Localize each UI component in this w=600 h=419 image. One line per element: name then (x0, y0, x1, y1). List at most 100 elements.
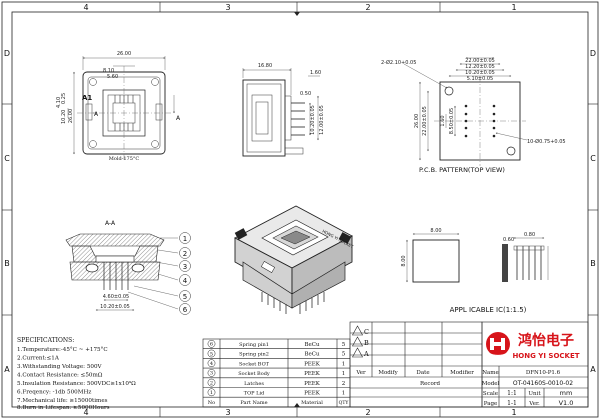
bom-no: 6 (210, 342, 213, 348)
bom-no: 4 (210, 361, 213, 367)
spec-line: 8.Burn in Lifespan: ≥5000Hours (17, 405, 110, 411)
ic-caption: APPL ICABLE IC(1:1.5) (450, 306, 527, 314)
bom-part: TOP Lid (244, 391, 265, 397)
applicable-ic (406, 233, 549, 283)
top-view (67, 56, 175, 160)
row-label: B (4, 259, 10, 268)
side-dim: 12.00±0.05 (319, 105, 325, 135)
title-block (481, 321, 589, 408)
col-label: 4 (83, 3, 88, 12)
bom-table (202, 338, 351, 408)
section-view (65, 233, 179, 311)
spec-line: 7.Mechanical life: ≥15000times (17, 398, 108, 404)
col-label: 3 (225, 3, 230, 12)
bom-part: Spring pin2 (239, 352, 269, 358)
spec-line: 2.Current:≤1A (17, 356, 60, 362)
revision-header: Ver (355, 370, 366, 376)
col-label: 4 (83, 408, 88, 417)
revision-header: Modify (378, 370, 398, 376)
balloon-label: 5 (183, 293, 187, 301)
ic-dim: 8.00 (401, 255, 407, 266)
pin1-label: A1 (82, 94, 92, 102)
row-label: B (590, 259, 596, 268)
bom-no: 2 (210, 380, 213, 386)
title-model-label: Model (482, 381, 500, 387)
company-name-en: HONG YI SOCKET (512, 352, 579, 360)
bom-header-material: Material (301, 400, 323, 406)
ic-dim: 0.80 (524, 232, 535, 238)
bom-material: PEEK (304, 371, 321, 377)
bom-part: Spring pin1 (239, 342, 269, 348)
pcb-hole-callout: 10-Ø0.75+0.05 (527, 138, 566, 145)
side-dim: 10.20±0.05 (310, 105, 316, 135)
section-mark: A (176, 115, 181, 122)
ic-dim: 8.00 (430, 228, 441, 234)
top-width-dim: 26.00 (117, 51, 131, 57)
isometric-view (234, 205, 353, 314)
revision-table (349, 321, 483, 408)
title-scale-value: 1:1 (507, 390, 517, 397)
pcb-dim: 5.10±0.05 (467, 76, 493, 82)
title-unit-label: Unit (528, 391, 541, 397)
bom-qty: 5 (342, 342, 346, 348)
row-label: D (4, 49, 10, 58)
spec-title: SPECIFICATIONS: (17, 337, 74, 344)
row-label: D (590, 49, 596, 58)
spec-line: 3.Withstanding Voltage: 500V (17, 364, 103, 370)
col-label: 2 (365, 3, 370, 12)
spec-line: 6.Freqency: -1db 500MHz (17, 390, 91, 396)
centre-mark-bottom (294, 403, 300, 407)
section-title: A-A (105, 220, 116, 227)
spec-line: 5.Insulation Resistance: 500VDC≥1x10⁹Ω (17, 380, 136, 387)
spec-line: 4.Contact Resistance: ≤50mΩ (17, 373, 103, 379)
bom-part: Socket BOT (239, 361, 270, 367)
bom-rows: 6 Spring pin1 BeCu 5 5 Spring pin2 BeCu … (208, 342, 350, 406)
top-small-dim: 0.25 (61, 93, 67, 104)
title-scale-label: Scale (483, 391, 498, 397)
col-label: 1 (511, 408, 516, 417)
bom-no-circles (207, 339, 216, 397)
bom-material: BeCu (304, 352, 320, 358)
revision-mark: B (364, 339, 369, 347)
title-page-label: Page (484, 401, 498, 407)
pcb-dim: 22.00±0.05 (465, 58, 495, 64)
row-label: A (4, 365, 10, 374)
pcb-dim: 10.20±0.05 (465, 70, 495, 76)
top-small-dim: 5.60 (107, 74, 118, 80)
balloon-label: 1 (183, 235, 187, 243)
section-mark: A (94, 111, 99, 118)
row-label: A (590, 365, 596, 374)
revision-mark: A (363, 350, 369, 358)
bom-header-no: No (208, 400, 215, 406)
section-dim: 10.20±0.05 (100, 304, 130, 310)
balloon-label: 2 (183, 250, 187, 258)
title-unit-value: mm (560, 389, 573, 397)
company-name-cn: 鸿怡电子 (518, 332, 574, 349)
centre-mark-top (294, 12, 300, 16)
col-label: 1 (511, 3, 516, 12)
top-small-dim: 8.10 (103, 68, 114, 74)
revision-marks (351, 325, 364, 358)
title-name-value: DFN10-P1.6 (526, 370, 561, 376)
bom-header-name: Part Name (240, 400, 267, 406)
pcb-dim: 26.00 (414, 114, 420, 128)
title-model-value: OT-04160S-0010-02 (513, 380, 573, 387)
bom-no: 5 (210, 351, 213, 357)
balloon-label: 3 (183, 263, 187, 271)
title-page-value: 1-1 (507, 400, 517, 407)
row-label: C (4, 154, 10, 163)
top-height-dim: 26.00 (68, 109, 74, 123)
bom-qty: 1 (342, 391, 346, 397)
pcb-dim: 1.60 (440, 115, 446, 126)
row-label: C (590, 154, 596, 163)
title-version-label: Ver. (528, 401, 540, 407)
bom-part: Socket Body (238, 371, 270, 377)
top-small-dim: 4.10 (56, 97, 62, 108)
side-view (242, 68, 320, 157)
revision-header: Date (416, 370, 429, 376)
title-name-label: Name (482, 370, 499, 376)
mold-note: Mold-175°C (109, 156, 140, 162)
spec-line: 1.Temperature:-45°C ~ +175°C (17, 347, 108, 353)
side-dim: 1.60 (310, 70, 321, 76)
